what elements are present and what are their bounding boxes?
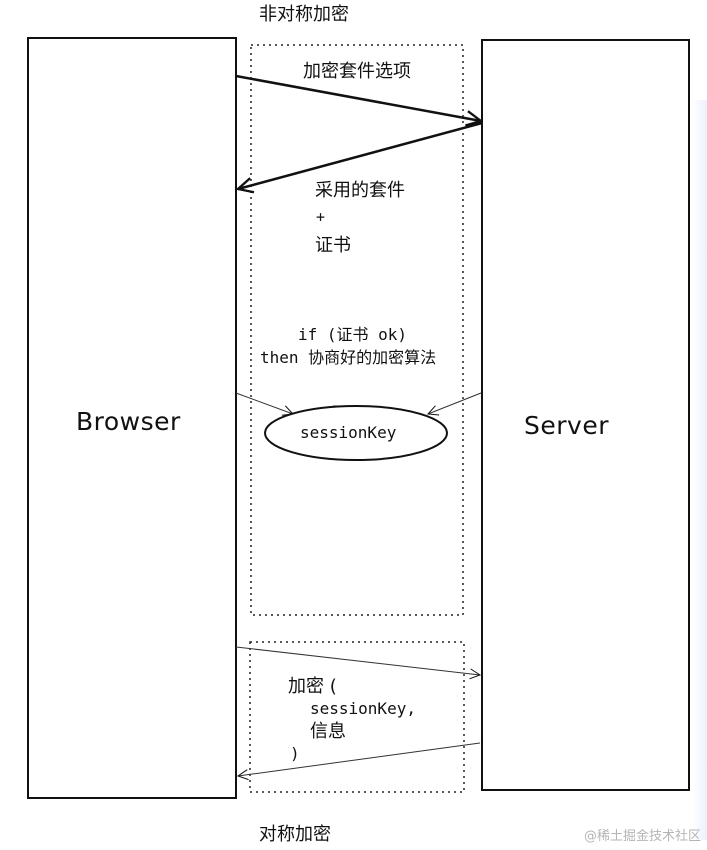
server-box [481,39,690,791]
browser-to-sessionkey-arrow [235,392,293,414]
encrypt-sessionkey-label: sessionKey, [310,699,416,718]
browser-to-server-encrypted-arrow [235,646,480,675]
server-response-arrow [238,121,483,189]
cipher-suites-arrow [235,74,481,121]
response-cert-label: 证书 [315,235,351,256]
negotiation-condition-label: if (证书 ok) [298,325,408,344]
browser-box [27,37,237,799]
sessionkey-label: sessionKey [300,423,397,442]
server-to-sessionkey-arrow [428,392,482,414]
edge-tint [693,100,707,840]
encrypt-open-label: 加密 ( [288,676,337,697]
symmetric-region [249,641,465,793]
encrypt-close-label: ) [290,744,300,763]
response-plus-label: + [316,208,326,226]
response-suite-label: 采用的套件 [315,180,405,201]
server-label: Server [524,411,609,440]
negotiation-result-label: then 协商好的加密算法 [260,348,437,367]
watermark: @稀土掘金技术社区 [583,829,701,844]
server-to-browser-encrypted-arrow [238,742,481,776]
asymmetric-title: 非对称加密 [259,4,349,25]
browser-label: Browser [76,407,181,436]
encrypt-info-label: 信息 [310,721,346,742]
symmetric-title: 对称加密 [259,824,331,845]
asymmetric-region [250,44,464,616]
sessionkey-ellipse [264,405,448,461]
cipher-suites-label: 加密套件选项 [303,61,411,82]
